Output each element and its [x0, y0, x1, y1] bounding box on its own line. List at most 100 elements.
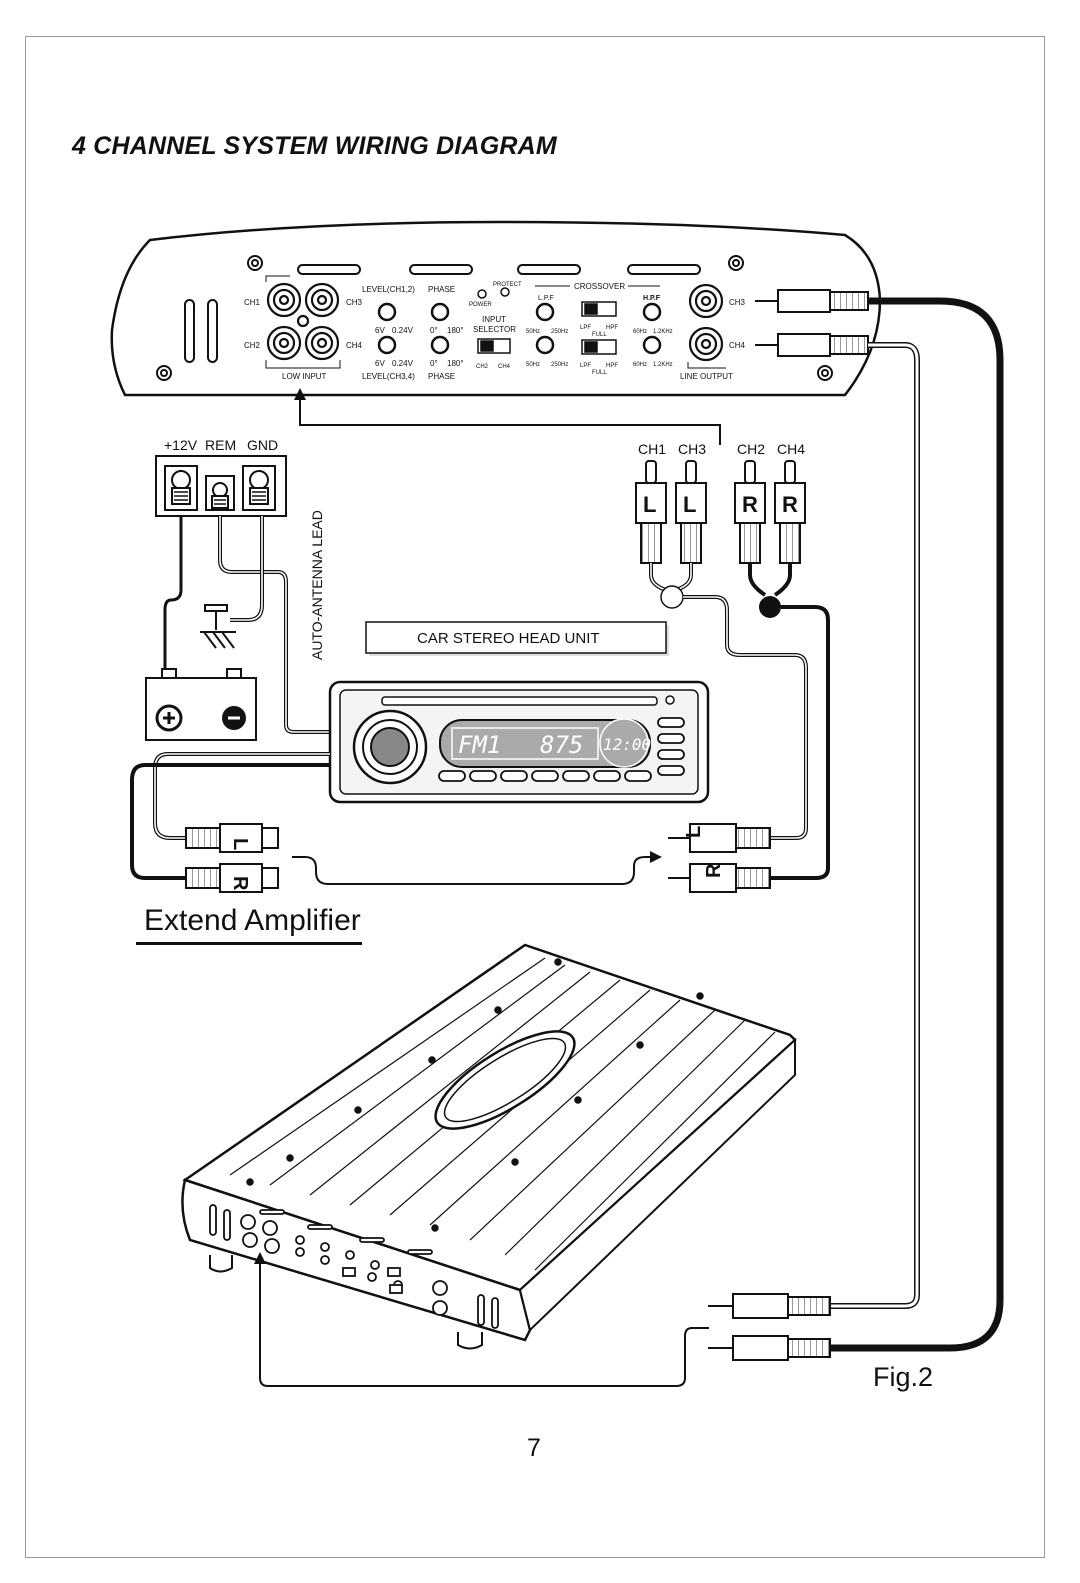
phase-180-label: 180°	[447, 326, 464, 335]
cable-ch4-white-outer	[830, 342, 920, 1309]
level-max-label: 0.24V	[392, 326, 414, 335]
input-selector-label-1: INPUT	[482, 315, 506, 324]
extend-amplifier	[181, 943, 797, 1350]
page-title: 4 CHANNEL SYSTEM WIRING DIAGRAM	[72, 132, 557, 160]
low-input-jacks[interactable]	[266, 282, 340, 361]
rca-ch1-label: CH1	[638, 441, 666, 457]
y-splitter-left	[660, 585, 684, 609]
head-rca-l-label-right: L	[683, 826, 705, 838]
crossover-switch[interactable]	[581, 301, 617, 355]
rca-l-label-2: L	[683, 492, 696, 517]
head-rca-plugs-right	[668, 823, 771, 893]
xo-hpf-label: HPF	[606, 325, 618, 331]
head-rca-l-label: L	[229, 838, 251, 850]
battery	[145, 668, 257, 741]
rca-ch4-label: CH4	[777, 441, 805, 457]
ground-icon	[200, 604, 236, 649]
level-ch34-label: LEVEL(CH3,4)	[362, 372, 415, 381]
signal-arrow-to-low-input	[299, 395, 721, 445]
power-terminal: +12V REM GND	[155, 437, 287, 517]
hpf-min-label: 60Hz	[633, 329, 647, 335]
led-icon	[477, 287, 510, 299]
page-number: 7	[527, 1434, 541, 1462]
level-knob-icon[interactable]	[377, 302, 662, 355]
head-rca-r-label: R	[229, 876, 251, 891]
xo-full-label: FULL	[592, 332, 607, 338]
selector-ch2-label: CH2	[476, 364, 489, 370]
signal-arrow-extend-amp	[259, 1262, 709, 1387]
head-rca-r-label-right: R	[703, 863, 725, 878]
eject-button[interactable]	[665, 695, 675, 705]
terminal-12v-label: +12V	[164, 437, 198, 453]
terminal-rem-label: REM	[205, 437, 236, 453]
out-ch4-label: CH4	[729, 341, 746, 350]
arrow-head-icon	[650, 851, 662, 863]
protect-led-label: PROTECT	[493, 282, 522, 288]
xo-hpf-label-2: HPF	[606, 363, 618, 369]
selector-ch4-label: CH4	[498, 364, 511, 370]
rca-r-label-2: R	[782, 492, 798, 517]
extend-amplifier-underline	[136, 942, 362, 945]
auto-antenna-label: AUTO-ANTENNA LEAD	[309, 510, 325, 660]
out-ch3-label: CH3	[729, 298, 746, 307]
phase-0-label: 0°	[430, 326, 438, 335]
cd-slot[interactable]	[381, 696, 658, 706]
main-amp-output-plugs	[755, 289, 869, 357]
arrow-head-icon	[254, 1252, 266, 1264]
wire-gnd-outer	[230, 516, 264, 622]
terminal-gnd-label: GND	[247, 437, 278, 453]
line-output-label: LINE OUTPUT	[680, 372, 733, 381]
line-output-jacks[interactable]	[688, 283, 724, 362]
amp-label-ch3: CH3	[346, 298, 363, 307]
lpf-max-label: 250Hz	[551, 329, 568, 335]
level-max-label-2: 0.24V	[392, 359, 414, 368]
lpf-label: L.P.F	[538, 295, 554, 302]
signal-arrow-middle	[292, 856, 652, 885]
phase-180-label-2: 180°	[447, 359, 464, 368]
head-rca-plugs-left	[185, 823, 279, 893]
side-buttons[interactable]	[657, 717, 685, 776]
cable-ch3-black	[830, 297, 1004, 1352]
display-frequency: 875	[540, 731, 583, 759]
preset-buttons[interactable]	[438, 770, 652, 782]
hpf-max-label: 1.2KHz	[653, 329, 673, 335]
level-min-label: 6V	[375, 326, 385, 335]
top-slots	[297, 264, 701, 275]
arrow-head-icon	[294, 388, 306, 400]
head-rca-r-cable	[130, 763, 330, 880]
cable-right-splitter	[768, 605, 830, 880]
rca-input-group: CH1 CH3 CH2 CH4 L L R R	[635, 441, 806, 618]
xo-lpf-label-2: LPF	[580, 363, 591, 369]
phase-label-bottom: PHASE	[428, 372, 455, 381]
page-frame	[25, 36, 1045, 1558]
rca-ch2-label: CH2	[737, 441, 765, 457]
lpf-min-label: 50Hz	[526, 329, 540, 335]
low-input-label: LOW INPUT	[282, 372, 327, 381]
crossover-label: CROSSOVER	[574, 282, 625, 291]
vent-slots	[184, 299, 218, 363]
input-selector-switch[interactable]	[477, 338, 511, 354]
rca-l-label-1: L	[643, 492, 656, 517]
head-unit-label: CAR STEREO HEAD UNIT	[417, 630, 600, 647]
wire-12v	[163, 516, 183, 670]
xo-lpf-label: LPF	[580, 325, 591, 331]
figure-label: Fig.2	[873, 1362, 934, 1392]
phase-0-label-2: 0°	[430, 359, 438, 368]
rca-ch3-label: CH3	[678, 441, 706, 457]
hpf-min-label-2: 60Hz	[633, 362, 647, 368]
phase-label-top: PHASE	[428, 285, 455, 294]
hpf-label: H.P.F	[643, 295, 661, 302]
display-band: FM1	[458, 731, 501, 759]
amp-label-ch2: CH2	[244, 341, 261, 350]
main-amplifier: CH1 CH3 CH2 CH4 LOW INPUT LEVEL(CH1,2) L…	[110, 220, 882, 397]
hpf-max-label-2: 1.2KHz	[653, 362, 673, 368]
head-unit: CAR STEREO HEAD UNIT FM1 875 12:00	[328, 621, 710, 804]
y-splitter-right	[759, 596, 781, 618]
display-clock: 12:00	[603, 735, 651, 754]
extend-amp-input-plugs	[708, 1293, 831, 1361]
screw-icon	[156, 255, 833, 381]
amp-label-ch4: CH4	[346, 341, 363, 350]
level-ch12-label: LEVEL(CH1,2)	[362, 285, 415, 294]
amp-label-ch1: CH1	[244, 298, 261, 307]
